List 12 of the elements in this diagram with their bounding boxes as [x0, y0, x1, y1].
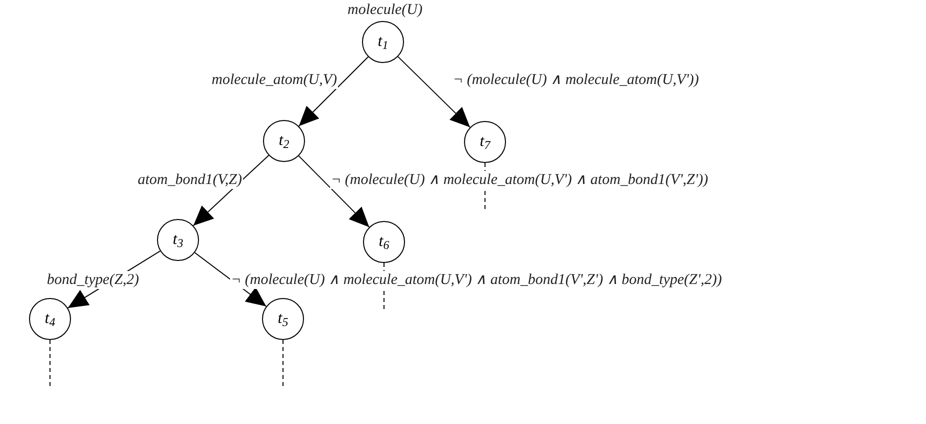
edge-label: ¬ (molecule(U) ∧ molecule_atom(U,V') ∧ atom_bond1(V',Z')): [330, 171, 710, 189]
arrow: [398, 56, 470, 128]
node-caption: molecule(U): [348, 1, 422, 19]
arrow: [298, 56, 369, 127]
edge-label: atom_bond1(V,Z): [136, 171, 243, 189]
arrow: [298, 155, 370, 228]
dashed-line: [282, 340, 284, 386]
arrow: [192, 154, 270, 226]
edge-label: bond_type(Z,2): [46, 271, 140, 289]
edge-label: molecule_atom(U,V): [210, 71, 338, 89]
edge-label: ¬ (molecule(U) ∧ molecule_atom(U,V')): [452, 71, 700, 89]
edge-label: ¬ (molecule(U) ∧ molecule_atom(U,V') ∧ atom_bond1(V',Z') ∧ bond_type(Z',2)): [230, 271, 723, 289]
